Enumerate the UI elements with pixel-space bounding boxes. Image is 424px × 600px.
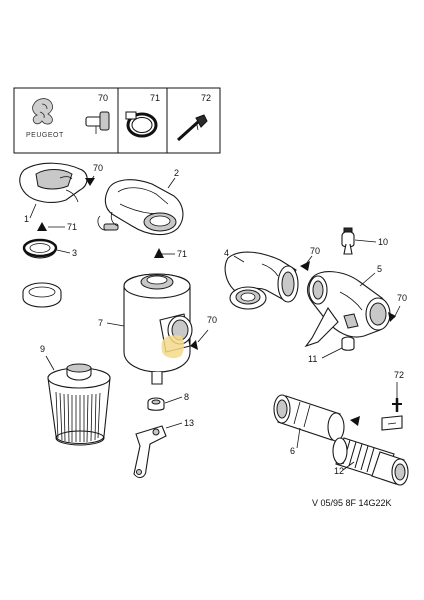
pipe-clip-icon bbox=[85, 111, 110, 134]
lion-icon bbox=[32, 98, 54, 125]
callout-1: 1 bbox=[24, 214, 29, 224]
part-10-fastener bbox=[341, 227, 355, 255]
part-9-filter-element bbox=[47, 363, 111, 446]
legend-callout-71: 71 bbox=[150, 93, 160, 103]
part-8-grommet bbox=[147, 397, 165, 411]
push-rivet-icon bbox=[176, 114, 208, 142]
callout-12: 12 bbox=[334, 466, 344, 476]
callout-10: 10 bbox=[378, 237, 388, 247]
legend-callout-72: 72 bbox=[201, 93, 211, 103]
callout-2: 2 bbox=[174, 168, 179, 178]
part-11-spacer bbox=[341, 336, 355, 351]
callout-13: 13 bbox=[184, 418, 194, 428]
part-4-elbow-hose bbox=[224, 251, 299, 310]
part-1-cover bbox=[19, 162, 88, 203]
callout-11: 11 bbox=[308, 354, 317, 364]
drawing-reference: V 05/95 8F 14G22K bbox=[312, 498, 392, 508]
part-13-bracket bbox=[133, 425, 167, 479]
part-7-filter-housing bbox=[123, 273, 193, 385]
part-3-seal bbox=[22, 238, 58, 259]
callout-6: 6 bbox=[290, 446, 295, 456]
legend-box: PEUGEOT 70 71 72 bbox=[13, 87, 221, 154]
part-2-inlet-duct bbox=[97, 179, 184, 236]
callout-70-a: 70 bbox=[93, 163, 103, 173]
callout-72: 72 bbox=[394, 370, 404, 380]
mounting-bracket bbox=[381, 415, 403, 431]
part-6-straight-hose bbox=[273, 394, 345, 442]
callout-5: 5 bbox=[377, 264, 382, 274]
callout-71: 71 bbox=[67, 222, 77, 232]
callout-70-b: 70 bbox=[207, 315, 217, 325]
part-5-junction bbox=[304, 271, 391, 348]
part-12-bellows-hose bbox=[332, 437, 409, 486]
callout-70-d: 70 bbox=[397, 293, 407, 303]
callout-70-c: 70 bbox=[310, 246, 320, 256]
legend-callout-70: 70 bbox=[98, 93, 108, 103]
callout-4: 4 bbox=[224, 248, 229, 258]
highlight-marker bbox=[161, 335, 184, 359]
callout-9: 9 bbox=[40, 344, 45, 354]
callout-71-b: 71 bbox=[177, 249, 187, 259]
callout-3: 3 bbox=[72, 248, 77, 258]
part-72-rivet bbox=[392, 398, 402, 412]
brand-name: PEUGEOT bbox=[26, 132, 64, 139]
part-3-ring bbox=[22, 282, 62, 308]
callout-7: 7 bbox=[98, 318, 103, 328]
callout-8: 8 bbox=[184, 392, 189, 402]
hose-clamp-icon bbox=[125, 111, 158, 138]
